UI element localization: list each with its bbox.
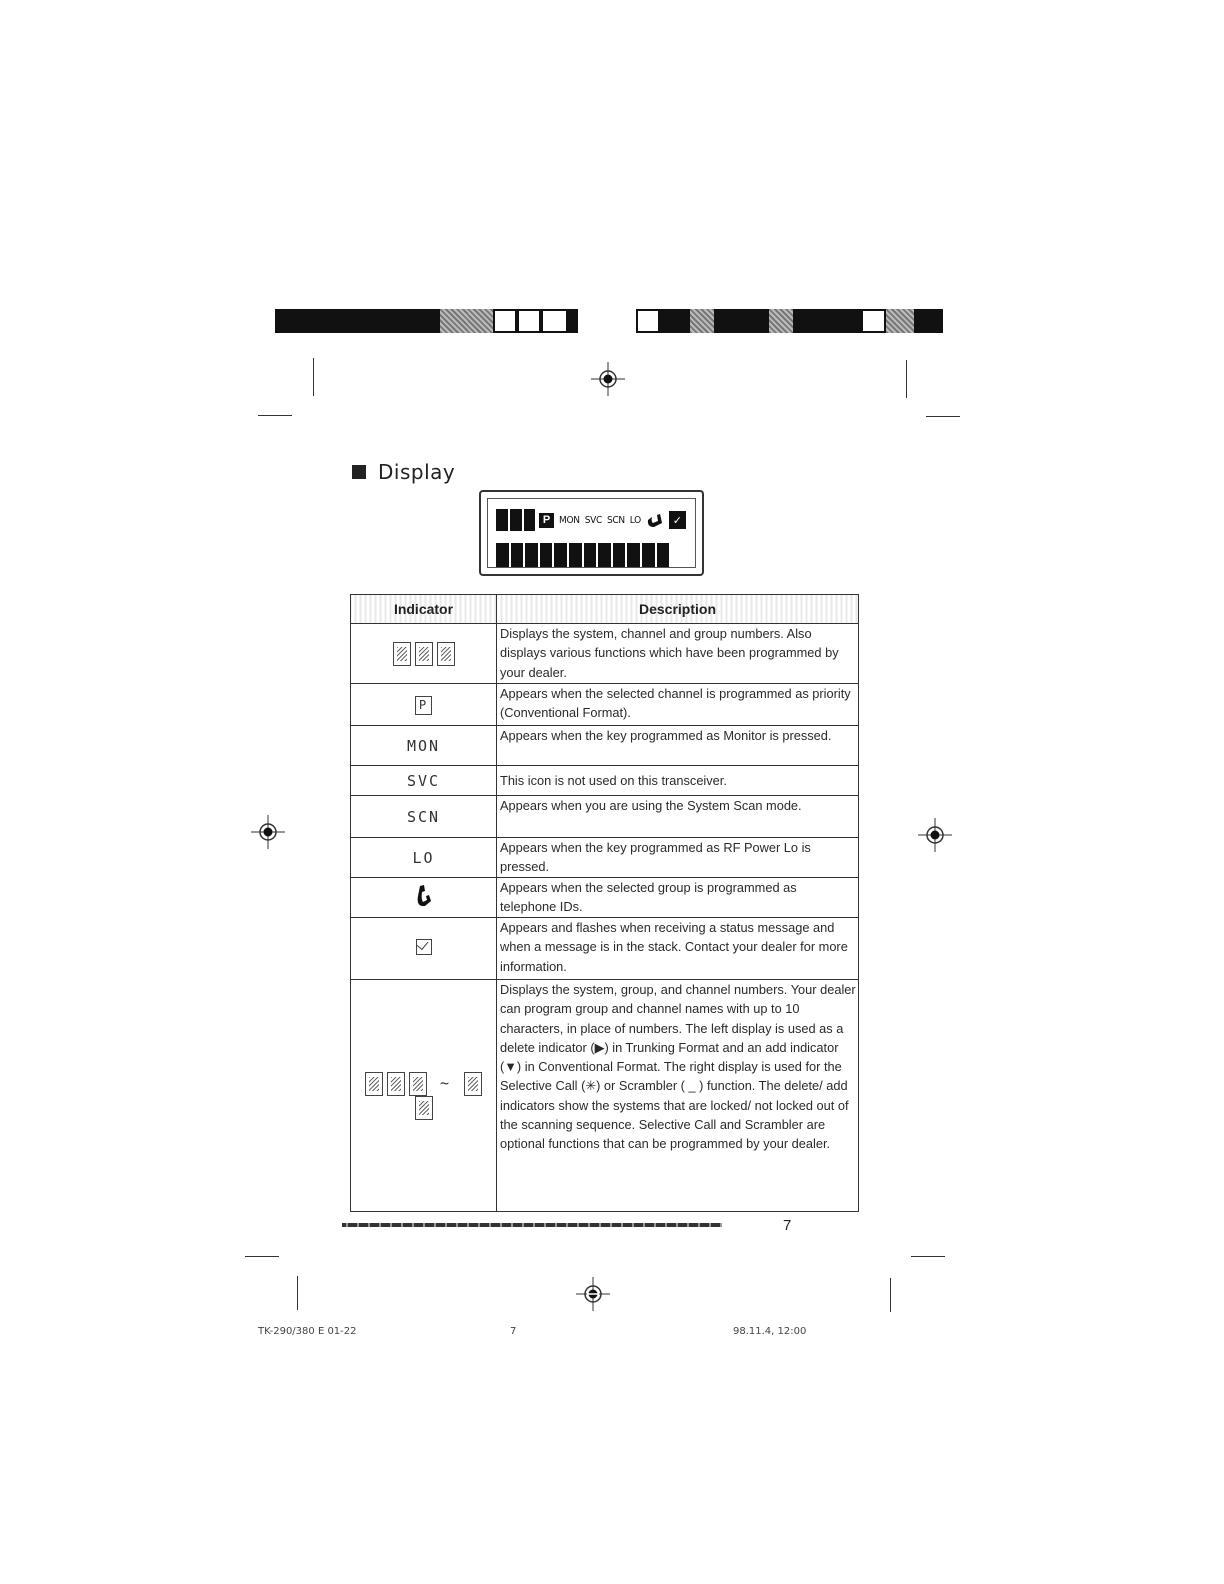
telephone-handset-icon — [647, 514, 662, 527]
footer-page: 7 — [510, 1326, 517, 1337]
crop-mark — [297, 1276, 298, 1310]
crop-mark — [313, 358, 314, 396]
footer-timestamp: 98.11.4, 12:00 — [733, 1326, 807, 1337]
indicator-cell: LO — [350, 837, 497, 878]
description-cell: Appears when the selected channel is pro… — [496, 683, 859, 726]
registration-target-icon — [918, 818, 952, 852]
indicator-cell — [350, 623, 497, 684]
description-cell: Displays the system, channel and group n… — [496, 623, 859, 684]
crop-mark — [926, 416, 960, 417]
lcd-label-mon: MON — [559, 514, 580, 526]
bullet-square-icon — [352, 465, 366, 479]
message-envelope-icon — [415, 938, 432, 955]
table-row: P Appears when the selected channel is p… — [350, 683, 859, 726]
indicator-cell: MON — [350, 725, 497, 766]
registration-bar-left — [275, 309, 578, 333]
segment-digits-icon — [391, 641, 457, 666]
indicator-cell: ~ — [350, 979, 497, 1212]
page-number: 7 — [783, 1217, 792, 1234]
description-cell: Appears when the key programmed as RF Po… — [496, 837, 859, 878]
table-row: MON Appears when the key programmed as M… — [350, 725, 859, 766]
section-heading: Display — [352, 460, 455, 484]
table-row: Displays the system, channel and group n… — [350, 623, 859, 684]
message-envelope-icon: ✓ — [668, 511, 686, 529]
registration-target-icon — [576, 1277, 610, 1311]
lcd-priority-icon: P — [539, 512, 554, 528]
crop-mark — [911, 1256, 945, 1257]
lcd-label-lo: LO — [629, 514, 641, 526]
indicator-cell — [350, 877, 497, 918]
registration-bar-right — [636, 309, 943, 333]
alphanumeric-segments-icon: ~ — [363, 1071, 484, 1120]
telephone-handset-icon — [417, 884, 431, 906]
lcd-label-svc: SVC — [584, 514, 603, 526]
description-cell: Displays the system, group, and channel … — [496, 979, 859, 1212]
crop-mark — [906, 360, 907, 398]
indicator-cell: SCN — [350, 795, 497, 838]
lcd-top-row: P MON SVC SCN LO ✓ — [496, 509, 686, 531]
lcd-segment — [496, 509, 508, 531]
crop-mark — [258, 415, 292, 416]
description-cell: Appears when the selected group is progr… — [496, 877, 859, 918]
indicator-cell: P — [350, 683, 497, 726]
description-cell: Appears when the key programmed as Monit… — [496, 725, 859, 766]
indicator-cell — [350, 917, 497, 980]
lcd-display-illustration: P MON SVC SCN LO ✓ — [479, 490, 704, 576]
lcd-segment — [510, 509, 522, 531]
footer-job-id: TK-290/380 E 01-22 — [258, 1326, 357, 1337]
column-header-description: Description — [496, 594, 859, 624]
registration-target-icon — [591, 362, 625, 396]
table-header-row: Indicator Description — [350, 594, 859, 624]
table-row: LO Appears when the key programmed as RF… — [350, 837, 859, 878]
crop-mark — [245, 1256, 279, 1257]
table-row: SVC This icon is not used on this transc… — [350, 765, 859, 796]
column-header-indicator: Indicator — [350, 594, 497, 624]
description-cell: This icon is not used on this transceive… — [496, 765, 859, 796]
indicator-table: Indicator Description Displays the syste… — [350, 594, 859, 1212]
description-cell: Appears when you are using the System Sc… — [496, 795, 859, 838]
tilde-separator: ~ — [439, 1074, 452, 1092]
table-row: ~ Displays the system, group, and channe… — [350, 979, 859, 1212]
print-smear-strip — [342, 1221, 852, 1229]
section-title: Display — [378, 460, 456, 484]
crop-mark — [890, 1278, 891, 1312]
lcd-bottom-row — [496, 543, 670, 567]
priority-p-icon: P — [415, 695, 432, 715]
lcd-label-scn: SCN — [606, 514, 625, 526]
lcd-segment — [524, 509, 535, 531]
table-row: Appears when the selected group is progr… — [350, 877, 859, 918]
registration-target-icon — [251, 815, 285, 849]
table-row: Appears and flashes when receiving a sta… — [350, 917, 859, 980]
table-row: SCN Appears when you are using the Syste… — [350, 795, 859, 838]
description-cell: Appears and flashes when receiving a sta… — [496, 917, 859, 980]
indicator-cell: SVC — [350, 765, 497, 796]
